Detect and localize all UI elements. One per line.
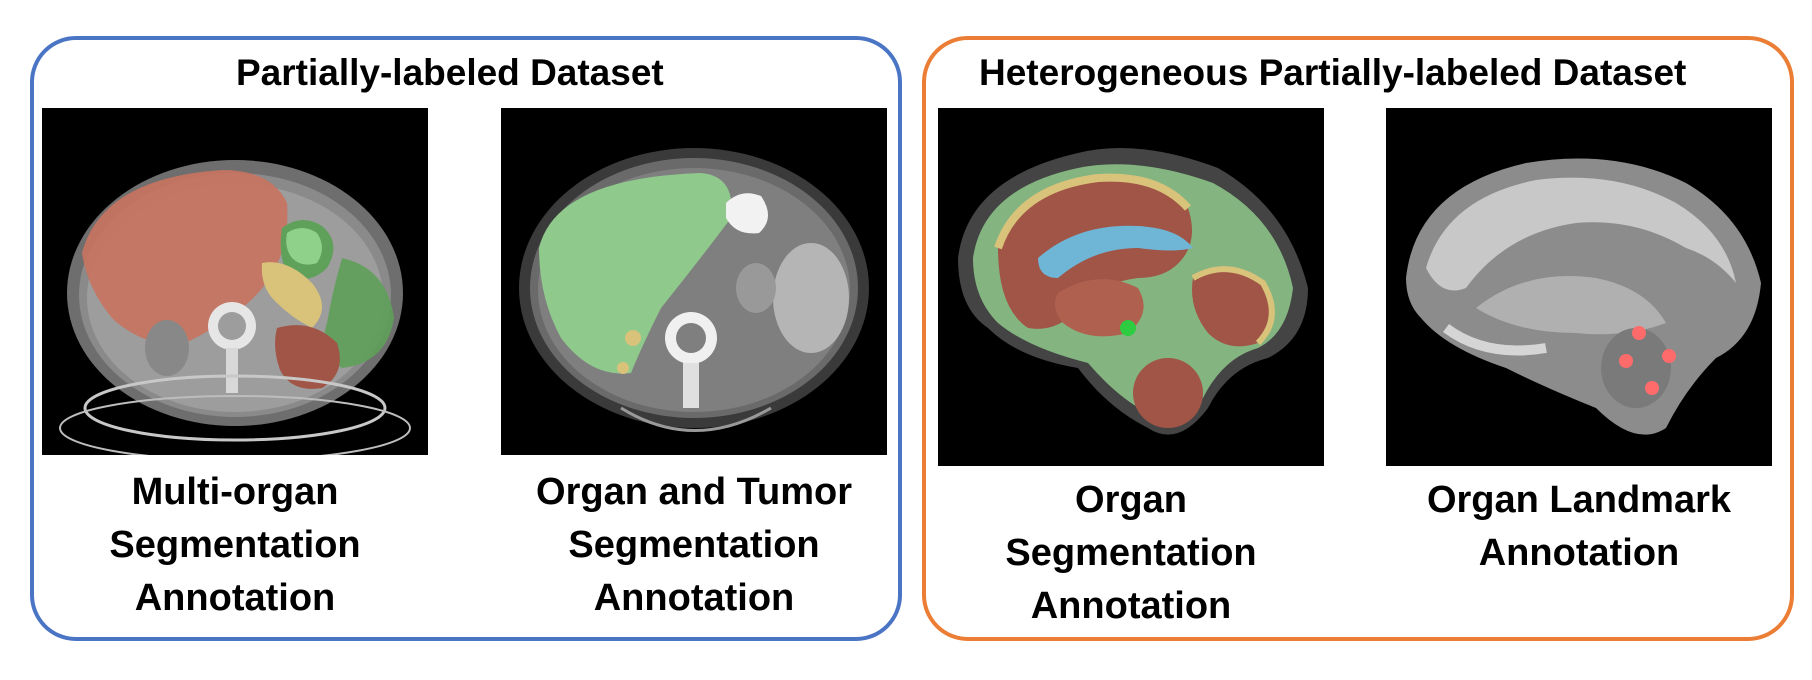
caption-line: Organ xyxy=(1075,479,1187,521)
caption-line: Multi-organ xyxy=(131,471,339,513)
organ-landmark-caption: Organ Landmark Annotation xyxy=(1369,474,1789,580)
multi-organ-caption: Multi-organ Segmentation Annotation xyxy=(25,466,445,625)
caption-line: Annotation xyxy=(1478,532,1680,574)
heterogeneous-title: Heterogeneous Partially-labeled Dataset xyxy=(979,52,1687,93)
organ-segmentation-caption: Organ Segmentation Annotation xyxy=(921,474,1341,633)
caption-line: Organ Landmark xyxy=(1426,479,1732,521)
multi-organ-ct-image xyxy=(42,108,428,455)
organ-tumor-ct-image xyxy=(501,108,887,455)
organ-landmark-mri-image xyxy=(1386,108,1772,466)
heterogeneous-panel xyxy=(922,36,1794,641)
partially-labeled-panel xyxy=(30,36,902,641)
caption-line: Segmentation xyxy=(1005,532,1257,574)
organ-tumor-caption: Organ and Tumor Segmentation Annotation xyxy=(484,466,904,625)
caption-line: Segmentation xyxy=(109,524,361,566)
caption-line: Segmentation xyxy=(568,524,820,566)
partially-labeled-title: Partially-labeled Dataset xyxy=(236,52,664,93)
caption-line: Annotation xyxy=(134,577,336,619)
caption-line: Annotation xyxy=(593,577,795,619)
caption-line: Annotation xyxy=(1030,585,1232,627)
organ-segmentation-mri-image xyxy=(938,108,1324,466)
caption-line: Organ and Tumor xyxy=(536,471,852,513)
